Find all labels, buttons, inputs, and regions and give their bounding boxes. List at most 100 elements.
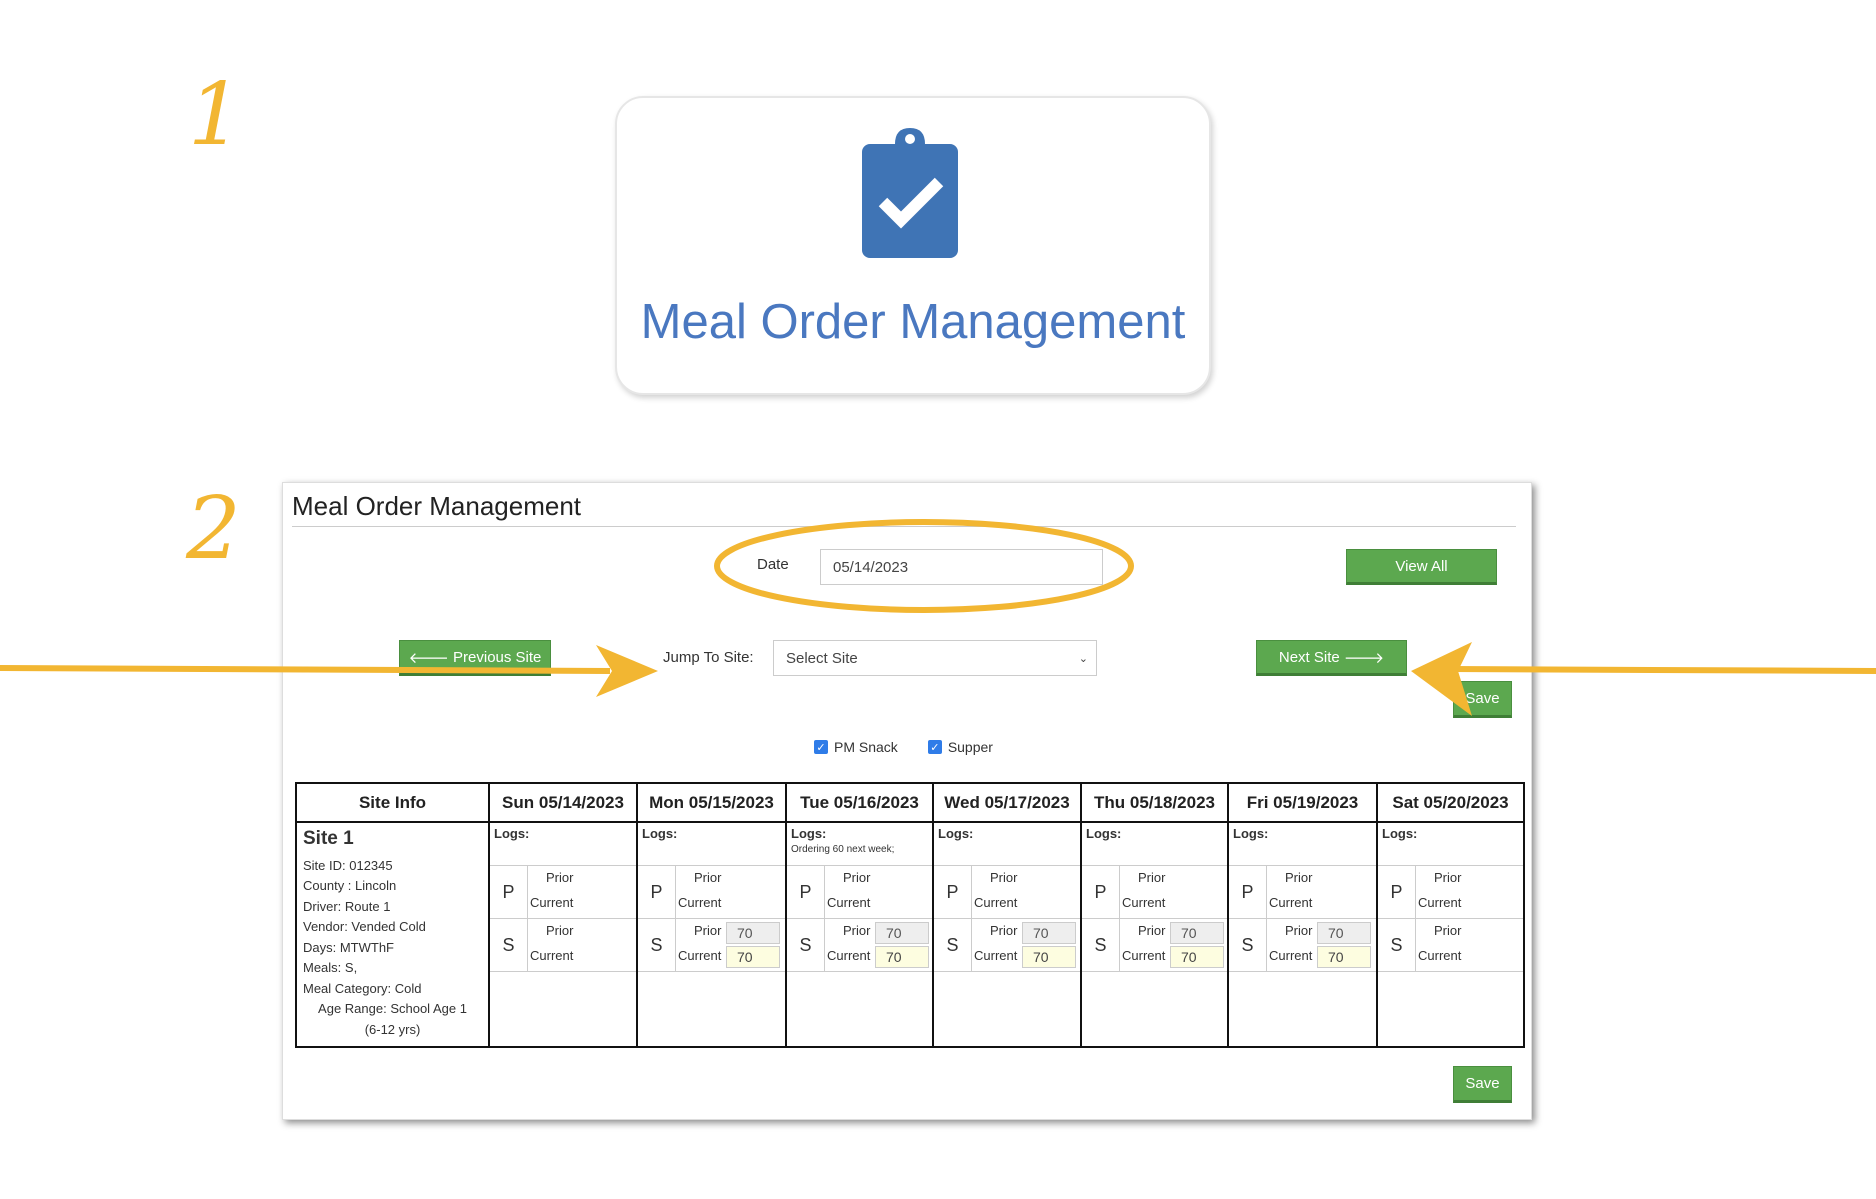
chevron-down-icon: ⌄ xyxy=(1078,652,1088,665)
meal-letter: S xyxy=(787,919,825,971)
meal-row-s: S Prior Current xyxy=(1378,919,1523,972)
prior-label: Prior xyxy=(694,870,722,885)
meal-letter: P xyxy=(1229,866,1267,918)
prior-label: Prior xyxy=(546,870,574,885)
current-label: Current xyxy=(678,948,722,963)
prior-count-field: 70 xyxy=(1170,922,1224,944)
right-arrow-line xyxy=(1449,666,1876,674)
current-count-input[interactable]: 70 xyxy=(1022,946,1076,968)
site-name: Site 1 xyxy=(303,828,354,849)
site-detail: Vendor: Vended Cold xyxy=(303,919,426,934)
site-age-range-years: (6-12 yrs) xyxy=(364,1021,421,1037)
meal-row-p: P Prior Current xyxy=(1082,866,1227,919)
current-count-input[interactable]: 70 xyxy=(1170,946,1224,968)
current-count-input[interactable]: 70 xyxy=(875,946,929,968)
prior-label: Prior xyxy=(843,923,871,938)
current-label: Current xyxy=(974,948,1018,963)
meal-row-p: P Prior Current xyxy=(638,866,785,919)
day-header: Sun 05/14/2023 xyxy=(488,782,638,823)
current-label: Current xyxy=(1269,948,1313,963)
prior-label: Prior xyxy=(1138,870,1166,885)
meal-filters: ✓ PM Snack ✓Supper xyxy=(814,739,993,755)
view-all-button[interactable]: View All xyxy=(1346,549,1497,585)
day-cell: Logs: P Prior Current S Prior Current xyxy=(488,822,638,1048)
meal-letter: P xyxy=(490,866,528,918)
prior-label: Prior xyxy=(1285,870,1313,885)
meal-letter: P xyxy=(934,866,972,918)
step-number-2: 2 xyxy=(186,479,241,579)
meal-row-p: P Prior Current xyxy=(1229,866,1376,919)
next-site-button[interactable]: Next Site 🡒 xyxy=(1256,640,1407,676)
logs-label: Logs: xyxy=(494,826,530,841)
prior-label: Prior xyxy=(1285,923,1313,938)
current-label: Current xyxy=(1418,948,1462,963)
prior-count-field: 70 xyxy=(1317,922,1371,944)
logs-label: Logs: xyxy=(1382,826,1418,841)
checkbox-checked-icon: ✓ xyxy=(814,740,828,754)
site-detail: County : Lincoln xyxy=(303,878,397,893)
prior-count-field: 70 xyxy=(875,922,929,944)
page-title: Meal Order Management xyxy=(292,491,582,521)
prior-label: Prior xyxy=(694,923,722,938)
prior-count-field: 70 xyxy=(726,922,780,944)
day-header: Mon 05/15/2023 xyxy=(636,782,787,823)
current-count-input[interactable]: 70 xyxy=(726,946,780,968)
day-cell: Logs:Ordering 60 next week; P Prior Curr… xyxy=(785,822,934,1048)
logs-section: Logs: xyxy=(638,823,785,866)
prior-count-field: 70 xyxy=(1022,922,1076,944)
pm-snack-label: PM Snack xyxy=(834,739,898,755)
save-button-bottom[interactable]: Save xyxy=(1453,1066,1512,1103)
current-label: Current xyxy=(1418,895,1462,910)
step-number-1: 1 xyxy=(188,65,243,165)
logs-label: Logs: xyxy=(642,826,678,841)
logs-section: Logs: xyxy=(1082,823,1227,866)
supper-checkbox[interactable]: ✓Supper xyxy=(927,739,993,755)
current-label: Current xyxy=(1122,948,1166,963)
meal-letter: P xyxy=(638,866,676,918)
logs-section: Logs: xyxy=(934,823,1080,866)
logs-label: Logs: xyxy=(1086,826,1122,841)
jump-to-site-select[interactable]: Select Site⌄ xyxy=(773,640,1097,676)
site-detail: Days: MTWThF xyxy=(303,939,394,955)
meal-row-p: P Prior Current xyxy=(1378,866,1523,919)
day-header: Wed 05/17/2023 xyxy=(932,782,1082,823)
pm-snack-checkbox[interactable]: ✓ PM Snack xyxy=(814,739,898,755)
logs-section: Logs: xyxy=(1229,823,1376,866)
current-count-input[interactable]: 70 xyxy=(1317,946,1371,968)
current-label: Current xyxy=(827,948,871,963)
current-label: Current xyxy=(974,895,1018,910)
date-highlight-ellipse xyxy=(714,519,1134,613)
meal-letter: S xyxy=(934,919,972,971)
date-label: Date xyxy=(757,556,789,573)
meal-order-panel: Meal Order Management Date 05/14/2023 Vi… xyxy=(282,482,1532,1120)
day-header: Thu 05/18/2023 xyxy=(1080,782,1229,823)
site-detail: Meals: S, xyxy=(303,960,358,975)
meal-order-management-tile[interactable]: Meal Order Management xyxy=(615,96,1211,395)
day-header: Fri 05/19/2023 xyxy=(1227,782,1378,823)
current-label: Current xyxy=(1122,895,1166,910)
logs-label: Logs: xyxy=(1233,826,1269,841)
logs-label: Logs: xyxy=(791,826,827,841)
meal-letter: S xyxy=(1082,919,1120,971)
previous-site-label: Previous Site xyxy=(453,648,542,666)
site-age-range: Age Range: School Age 1 xyxy=(318,1001,467,1016)
arrow-left-icon: 🡐 xyxy=(408,649,454,667)
meal-row-p: P Prior Current xyxy=(787,866,932,919)
current-label: Current xyxy=(827,895,871,910)
prior-label: Prior xyxy=(990,870,1018,885)
logs-section: Logs: xyxy=(1378,823,1523,866)
current-label: Current xyxy=(678,895,722,910)
meal-letter: S xyxy=(638,919,676,971)
arrow-right-icon: 🡒 xyxy=(1339,649,1385,667)
day-header: Tue 05/16/2023 xyxy=(785,782,934,823)
meal-letter: P xyxy=(1082,866,1120,918)
date-input[interactable]: 05/14/2023 xyxy=(820,549,1103,585)
